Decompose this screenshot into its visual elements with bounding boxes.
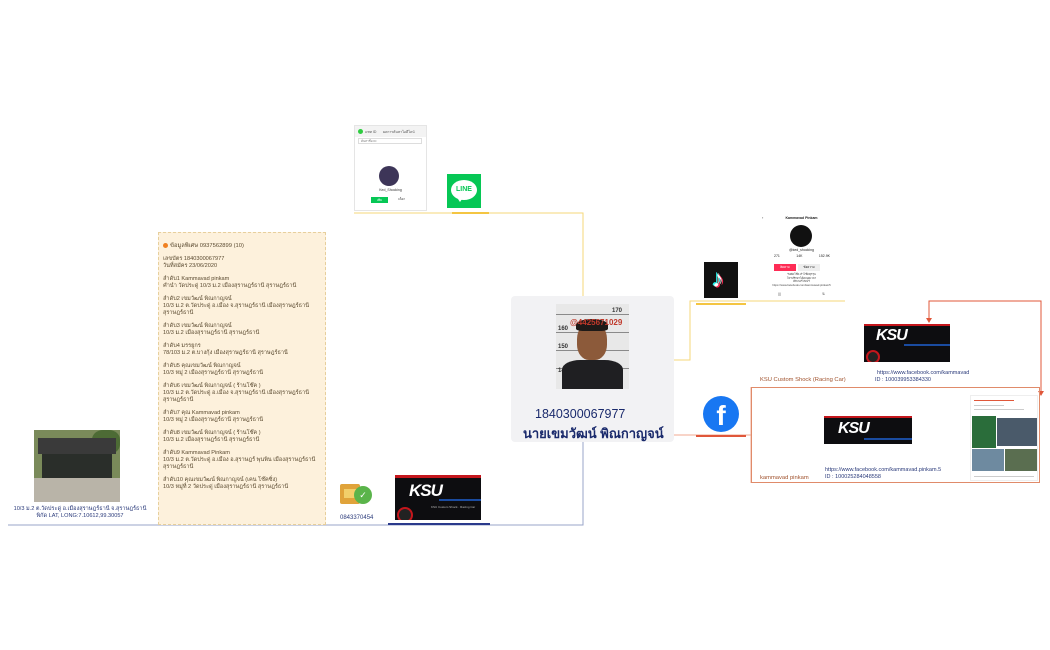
line-avatar (379, 166, 399, 186)
info-block: ลำดับ2 เขมวัฒน์ พิณกาญจน์ 10/3 ม.2 ต.วัด… (163, 296, 310, 316)
ruler-mark: 150 (558, 344, 569, 350)
ruler-mark: 170 (612, 308, 623, 314)
facebook-underline (696, 435, 746, 437)
ksu-banner-page1: KSU (864, 324, 950, 362)
mugshot-photo: 170 160 150 140 @4425671029 (556, 304, 629, 389)
ruler-mark: 160 (558, 326, 569, 332)
facebook-app-icon: f (703, 396, 739, 432)
central-id-number: 1840300067977 (535, 407, 626, 421)
back-arrow-icon: ‹ (762, 215, 764, 220)
ksu-logo-text: KSU (876, 327, 908, 344)
fb-page1-id: ID : 100039953384330 (875, 377, 931, 383)
phone-underline (388, 523, 490, 525)
tiktok-branch-connector (674, 300, 845, 361)
facebook-pages-frame (751, 387, 1040, 483)
tiktok-stats: 271 14K 152.9K (774, 254, 830, 258)
ksu-logo-text: KSU (838, 420, 870, 437)
fb-page2-url[interactable]: https://www.facebook.com/kammavad.pinkam… (825, 467, 942, 473)
line-profile-screenshot: แชท ID ผลการค้นหาไอดีไลน์ ค้นหาชื่อ ID K… (354, 125, 427, 211)
tiktok-underline (696, 303, 746, 305)
facebook-f-icon: f (716, 400, 726, 431)
phone-number: 0843370454 (340, 515, 374, 521)
fb-page2-id: ID : 100025284048558 (825, 474, 881, 480)
info-panel-header: ข้อมูลพิเศษ 0937562899 (10) (163, 240, 321, 250)
ksu-banner-page2: KSU (824, 416, 912, 462)
mugshot-tag: @4425671029 (570, 318, 623, 327)
info-block: ลำดับ7 คุณ Kammavad pinkam 10/3 หมู่ 2 เ… (163, 410, 264, 423)
house-photo (34, 430, 120, 502)
orange-dot-icon (163, 242, 168, 248)
facebook-profile-screenshot (970, 395, 1038, 481)
info-block: ลำดับ6 เขมวัฒน์ พิณกาญจน์ ( ร้านโช๊ค ) 1… (163, 383, 310, 403)
tiktok-bio: รับดัดโช๊ค ทำโช๊คทุกรุ่น โทรปรึกษาได้ตลอ… (772, 272, 831, 287)
fb-page1-label: KSU Custom Shock (Racing Car) (760, 377, 846, 383)
info-block: ลำดับ5 คุณเขมวัฒน์ พิณกาญจน์ 10/3 หมู่ 2… (163, 363, 264, 376)
subscriber-info-panel: ข้อมูลพิเศษ 0937562899 (10) เลขบัตร 1840… (158, 232, 326, 525)
tiktok-tabs: ||| ⇅ (778, 292, 825, 296)
tiktok-note-icon: ♪ (712, 266, 724, 293)
ksu-logo-text: KSU (409, 481, 443, 500)
info-block: ลำดับ4 มรรยูกร 78/103 ม.2 ต.บางกุ้ง เมือ… (163, 343, 288, 356)
line-header-left: แชท ID (365, 130, 377, 134)
fb-page2-label: kammavad pinkam (760, 475, 809, 481)
tiktok-avatar (790, 225, 812, 247)
info-block: ลำดับ9 Kammavad Pinkam 10/3 ม.2 ต.วัดประ… (163, 450, 316, 470)
info-block: ลำดับ10 คุณเขมวัฒน์ พิณกาญจน์ (เคน โช๊คซ… (163, 477, 289, 490)
line-profile-name: Ked_Shocking (379, 188, 402, 192)
sim-card-icon: ✓ (340, 484, 374, 506)
line-search-field: ค้นหาชื่อ ID (358, 138, 422, 144)
line-block-button: บล็อก (397, 197, 406, 201)
tiktok-app-icon: ♪ (704, 262, 738, 298)
info-block: ลำดับ3 เขมวัฒน์ พิณกาญจน์ 10/3 ม.2 เมือง… (163, 323, 260, 336)
tiktok-message-button: ข้อความ (798, 264, 820, 271)
fb-page1-url[interactable]: https://www.facebook.com/kammavad (877, 370, 970, 376)
line-logo-text: LINE (451, 180, 477, 200)
central-name: นายเขมวัฒน์ พิณกาญจน์ (523, 426, 664, 441)
address-caption: 10/3 ม.2 ต.วัดประดู่ อ.เมืองสุราษฎร์ธานี… (13, 506, 147, 519)
tiktok-profile-screenshot: ‹ Kammavad Pinkam @ked_shocking 271 14K … (758, 214, 845, 300)
line-app-icon: LINE (447, 174, 481, 208)
ksu-banner-bottom: KSU KSU Custom Shock · Racing Car (395, 475, 481, 520)
tiktok-profile-title: Kammavad Pinkam (785, 216, 818, 220)
info-block: ลำดับ1 Kammavad pinkam คำนำ วัดประดู่ 10… (163, 276, 297, 289)
info-block: ลำดับ8 เขมวัฒน์ พิณกาญจน์ ( ร้านโช๊ค ) 1… (163, 430, 261, 443)
line-underline (452, 212, 489, 214)
line-add-button: เพิ่ม (371, 197, 388, 203)
tiktok-follow-button: ติดตาม (774, 264, 796, 271)
line-header-right: ผลการค้นหาไอดีไลน์ (383, 130, 415, 134)
info-block: เลขบัตร 1840300067977 วันที่สมัคร 23/06/… (163, 256, 225, 269)
tiktok-handle: @ked_shocking (789, 248, 814, 252)
link-arrow-connector (928, 300, 1042, 395)
